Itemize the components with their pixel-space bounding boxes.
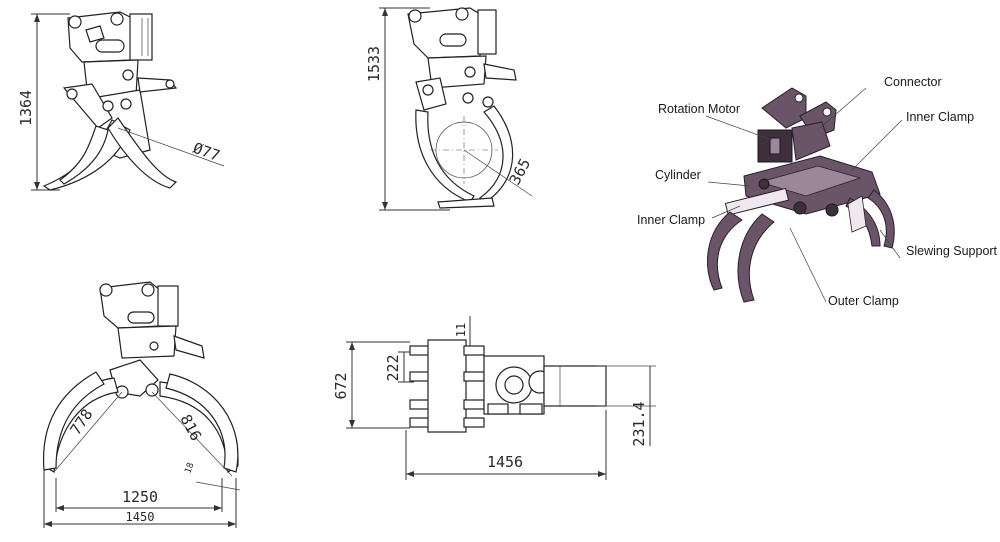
front-view-open: 1533 365 — [365, 7, 534, 211]
render-outer-clamp — [707, 211, 743, 291]
dimension-top-length: 1456 — [487, 453, 523, 471]
top-view: 672 222 11 231.4 1 — [332, 316, 656, 480]
callout-inner-clamp-top: Inner Clamp — [906, 110, 974, 124]
dimension-tip-18: 18 — [183, 461, 196, 475]
dimension-front-height: 1364 — [17, 90, 35, 126]
dimension-top-11: 11 — [454, 323, 468, 337]
isometric-render: Rotation Motor Connector Inner Clamp Cyl… — [637, 75, 998, 308]
dimension-arm-816: 816 — [176, 411, 205, 443]
dimension-width-1450: 1450 — [126, 510, 155, 524]
front-view-closed: 1364 Ø77 — [17, 11, 225, 191]
dimension-pin-diameter: Ø77 — [191, 139, 223, 165]
callout-rotation-motor: Rotation Motor — [658, 102, 740, 116]
callout-cylinder: Cylinder — [655, 168, 701, 182]
dimension-top-height: 672 — [332, 372, 350, 399]
callout-slewing-support: Slewing Support — [906, 244, 998, 258]
dimension-width-1250: 1250 — [122, 488, 158, 506]
front-view-fully-open: 778 816 18 1250 1450 — [42, 281, 241, 528]
callout-connector: Connector — [884, 75, 942, 89]
dimension-top-222: 222 — [384, 354, 402, 381]
callout-outer-clamp: Outer Clamp — [828, 294, 899, 308]
dimension-side-height: 1533 — [365, 46, 383, 82]
dimension-top-231-4: 231.4 — [630, 401, 648, 446]
callout-inner-clamp-left: Inner Clamp — [637, 213, 705, 227]
